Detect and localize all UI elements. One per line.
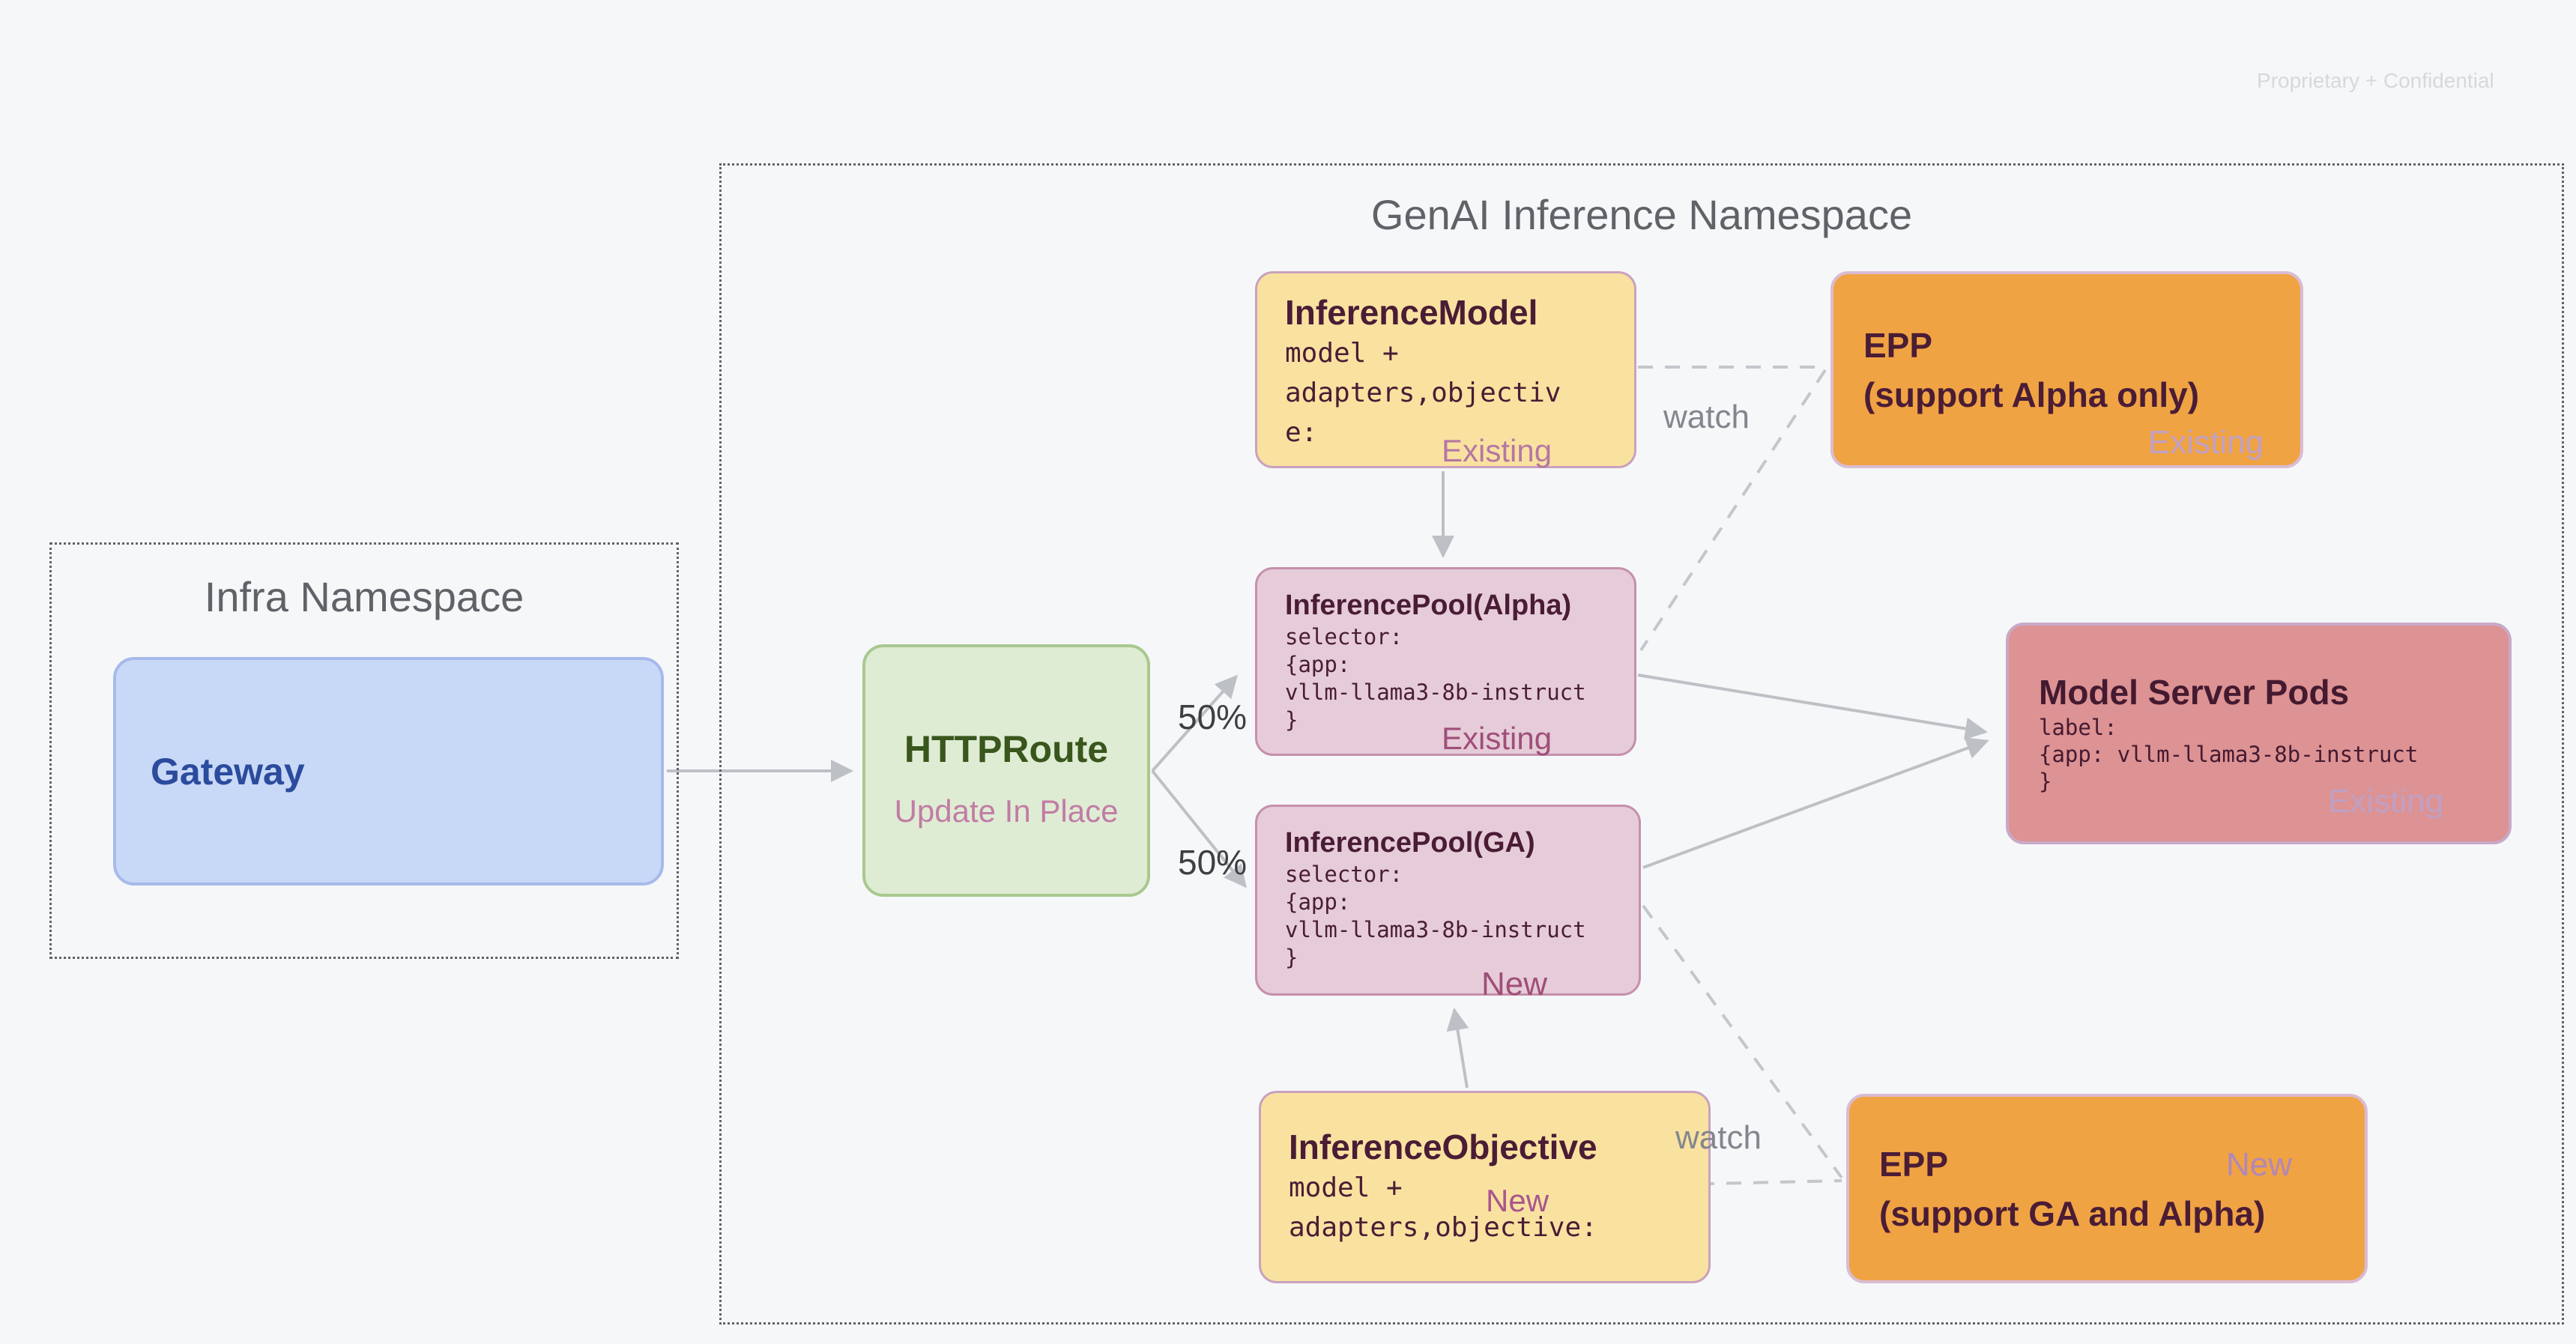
inference-objective-title: InferenceObjective (1289, 1127, 1597, 1166)
epp-ga-node: EPP (support GA and Alpha) New (1846, 1094, 2368, 1283)
httproute-subtitle: Update In Place (894, 793, 1119, 829)
inference-pool-alpha-status-badge: Existing (1442, 721, 1552, 756)
genai-namespace-container (719, 163, 2564, 1325)
gateway-node: Gateway (113, 657, 664, 886)
inference-model-status-badge: Existing (1442, 433, 1552, 468)
inference-model-title: InferenceModel (1285, 293, 1538, 332)
inference-objective-code-line: adapters,objective: (1289, 1212, 1597, 1243)
inference-pool-alpha-code-line: {app: (1285, 652, 1351, 677)
inference-objective-code-line: model + (1289, 1172, 1403, 1203)
traffic-split-label-bottom: 50% (1178, 843, 1248, 882)
model-server-pods-status-badge: Existing (2328, 783, 2444, 820)
inference-model-node: InferenceModel model + adapters,objectiv… (1255, 271, 1636, 468)
model-server-pods-code-line: label: (2039, 715, 2117, 740)
model-server-pods-node: Model Server Pods label: {app: vllm-llam… (2006, 623, 2512, 844)
inference-model-code-line: adapters,objectiv (1285, 378, 1561, 408)
inference-pool-alpha-node: InferencePool(Alpha) selector: {app: vll… (1255, 567, 1636, 756)
model-server-pods-code-line: {app: vllm-llama3-8b-instruct (2039, 742, 2419, 767)
epp-alpha-status-badge: Existing (2148, 424, 2264, 461)
epp-alpha-node: EPP (support Alpha only) Existing (1830, 271, 2303, 468)
infra-namespace-title: Infra Namespace (204, 573, 524, 620)
inference-pool-ga-code-line: {app: (1285, 889, 1351, 915)
httproute-title: HTTPRoute (904, 727, 1109, 770)
inference-pool-ga-status-badge: New (1481, 966, 1548, 1002)
inference-model-code-line: e: (1285, 417, 1318, 448)
inference-pool-ga-code-line: selector: (1285, 862, 1403, 887)
epp-alpha-title-line1: EPP (1863, 325, 1933, 365)
httproute-node: HTTPRoute Update In Place (862, 644, 1150, 897)
watch-label-bottom: watch (1675, 1119, 1762, 1156)
inference-pool-ga-code-line: vllm-llama3-8b-instruct (1285, 917, 1586, 942)
infra-namespace-container (49, 542, 679, 959)
inference-pool-alpha-title: InferencePool(Alpha) (1285, 590, 1572, 621)
inference-pool-alpha-code-line: } (1285, 707, 1298, 733)
model-server-pods-code-line: } (2039, 769, 2052, 794)
inference-pool-alpha-code-line: vllm-llama3-8b-instruct (1285, 679, 1586, 705)
inference-pool-ga-node: InferencePool(GA) selector: {app: vllm-l… (1255, 805, 1641, 1002)
epp-ga-title-line1: EPP (1879, 1144, 1949, 1184)
epp-ga-title-line2: (support GA and Alpha) (1879, 1193, 2266, 1233)
inference-model-code-line: model + (1285, 338, 1399, 369)
inference-pool-alpha-code-line: selector: (1285, 624, 1403, 650)
model-server-pods-title: Model Server Pods (2039, 673, 2350, 712)
inference-objective-node: InferenceObjective model + adapters,obje… (1259, 1091, 1711, 1283)
epp-alpha-title-line2: (support Alpha only) (1863, 375, 2200, 414)
gateway-title: Gateway (151, 750, 305, 793)
epp-ga-status-badge: New (2226, 1146, 2293, 1183)
traffic-split-label-top: 50% (1178, 697, 1248, 736)
inference-objective-status-badge: New (1486, 1183, 1549, 1218)
inference-pool-ga-code-line: } (1285, 945, 1298, 970)
inference-pool-ga-title: InferencePool(GA) (1285, 827, 1535, 859)
genai-namespace-title: GenAI Inference Namespace (1370, 191, 1913, 238)
watch-label-top: watch (1663, 399, 1750, 435)
confidentiality-watermark: Proprietary + Confidential (2257, 69, 2494, 92)
